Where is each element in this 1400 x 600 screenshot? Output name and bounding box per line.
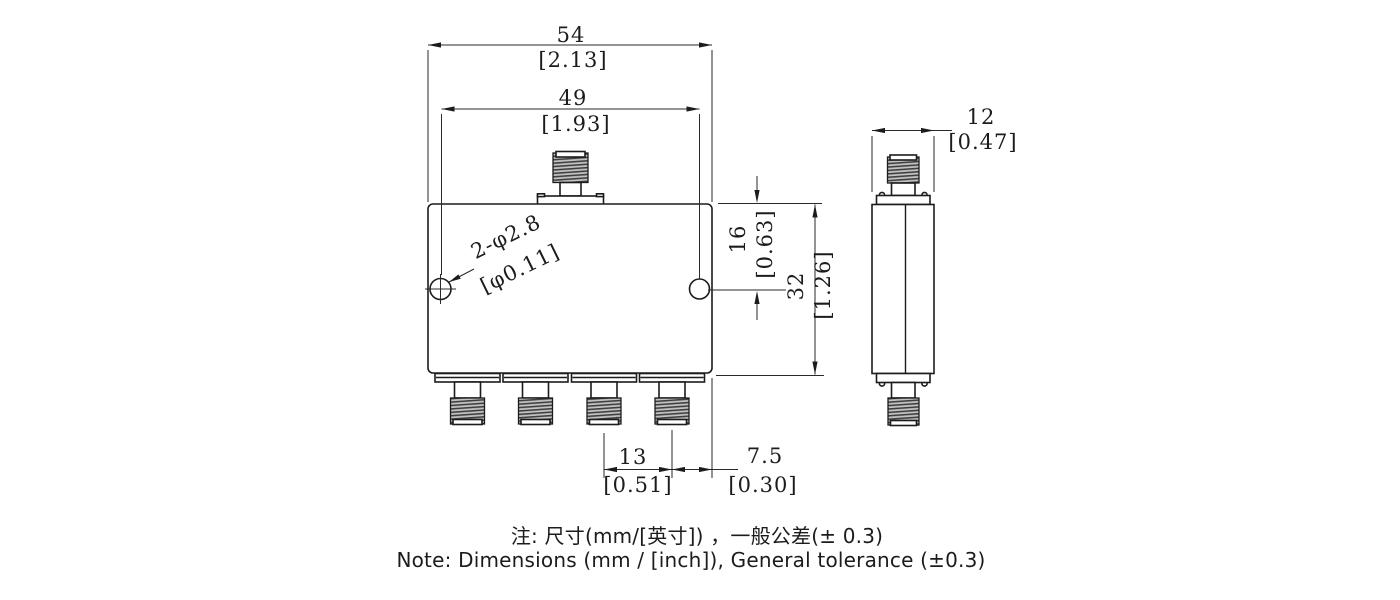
dim-port-spacing: 13 [0.51] [603, 430, 673, 497]
front-view [425, 150, 713, 426]
dim-16-inch: [0.63] [753, 209, 777, 278]
output-connector-1 [434, 372, 501, 426]
dim-12-mm: 12 [967, 105, 996, 129]
side-bottom-connector [875, 372, 931, 427]
dim-hole-spacing: 49 [1.93] [441, 86, 700, 279]
input-connector-stem [559, 181, 582, 197]
dim-13-mm: 13 [619, 445, 648, 469]
output-connector-4 [638, 372, 706, 426]
dim-12-inch: [0.47] [948, 130, 1017, 154]
dim-49-mm: 49 [559, 86, 588, 110]
side-body [871, 203, 935, 375]
note-english: Note: Dimensions (mm / [inch]), General … [396, 548, 985, 572]
mounting-hole-right [688, 278, 711, 300]
dim-32-mm: 32 [784, 272, 808, 301]
dim-49-inch: [1.93] [541, 112, 610, 136]
dim-54-inch: [2.13] [538, 48, 607, 72]
side-view [871, 154, 935, 427]
flange-tab-left [536, 193, 546, 198]
dim-7p5-inch: [0.30] [728, 473, 797, 497]
dim-32-inch: [1.26] [811, 250, 835, 319]
flange-tab-right [595, 193, 605, 198]
input-connector [536, 150, 605, 206]
dim-16-mm: 16 [726, 225, 750, 254]
front-body [427, 203, 713, 374]
dim-body-depth: 12 [0.47] [871, 105, 1017, 192]
dim-13-inch: [0.51] [603, 473, 672, 497]
note-chinese: 注: 尺寸(mm/[英寸]) ，一般公差(± 0.3) [511, 524, 883, 548]
side-top-connector [875, 154, 931, 206]
dim-hole-offset: 16 [0.63] [708, 176, 822, 320]
dim-port-edge-offset: 7.5 [0.30] [672, 378, 797, 497]
dim-body-height: 32 [1.26] [716, 204, 835, 376]
dim-7p5-mm: 7.5 [747, 444, 783, 468]
output-connector-2 [502, 372, 569, 426]
input-connector-tip [555, 150, 586, 158]
mounting-hole-left [425, 274, 456, 304]
notes: 注: 尺寸(mm/[英寸]) ，一般公差(± 0.3) Note: Dimens… [396, 524, 985, 572]
output-connector-3 [570, 372, 638, 426]
dim-overall-width: 54 [2.13] [427, 23, 713, 202]
dim-54-mm: 54 [557, 23, 586, 47]
